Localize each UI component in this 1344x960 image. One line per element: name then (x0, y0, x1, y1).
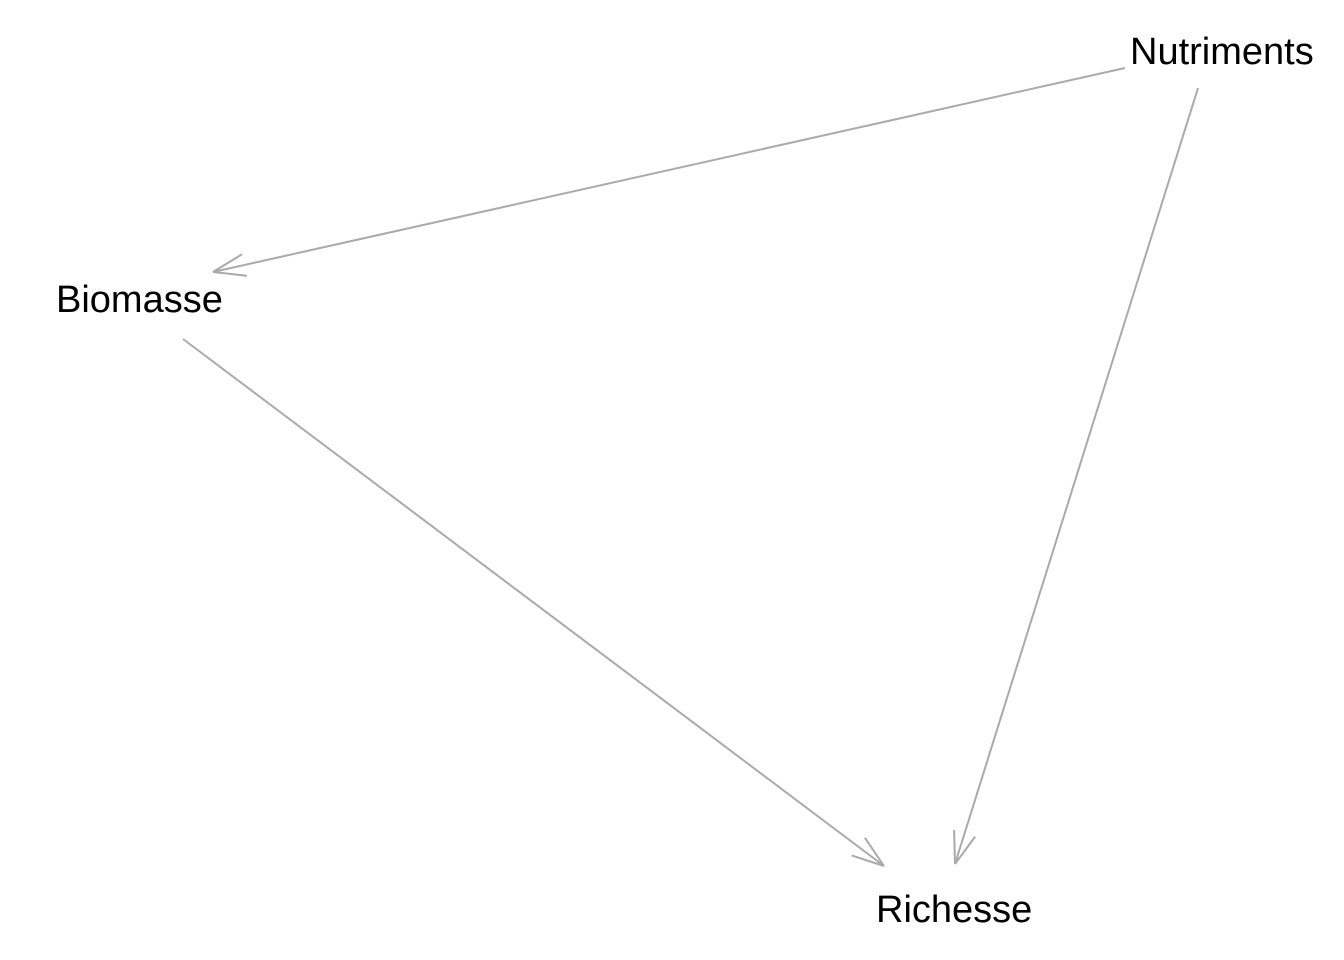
arrowhead-barb-2 (954, 836, 976, 865)
arrowhead-barb-1 (851, 854, 885, 867)
edge-shaft (954, 87, 1199, 865)
node-label-biomasse[interactable]: Biomasse (56, 279, 223, 322)
arrowhead-barb-1 (212, 253, 243, 273)
node-label-nutriments[interactable]: Nutriments (1130, 31, 1314, 74)
arrowhead-barb-1 (953, 829, 956, 865)
edge-shaft (212, 67, 1126, 273)
edge-nutriments-to-richesse (953, 87, 1199, 865)
arrowhead-barb-2 (212, 271, 247, 277)
edge-nutriments-to-biomasse (212, 67, 1126, 277)
node-label-richesse[interactable]: Richesse (876, 889, 1033, 932)
edge-biomasse-to-richesse (182, 338, 885, 867)
arrowhead-barb-2 (864, 837, 885, 867)
edge-shaft (182, 338, 885, 867)
